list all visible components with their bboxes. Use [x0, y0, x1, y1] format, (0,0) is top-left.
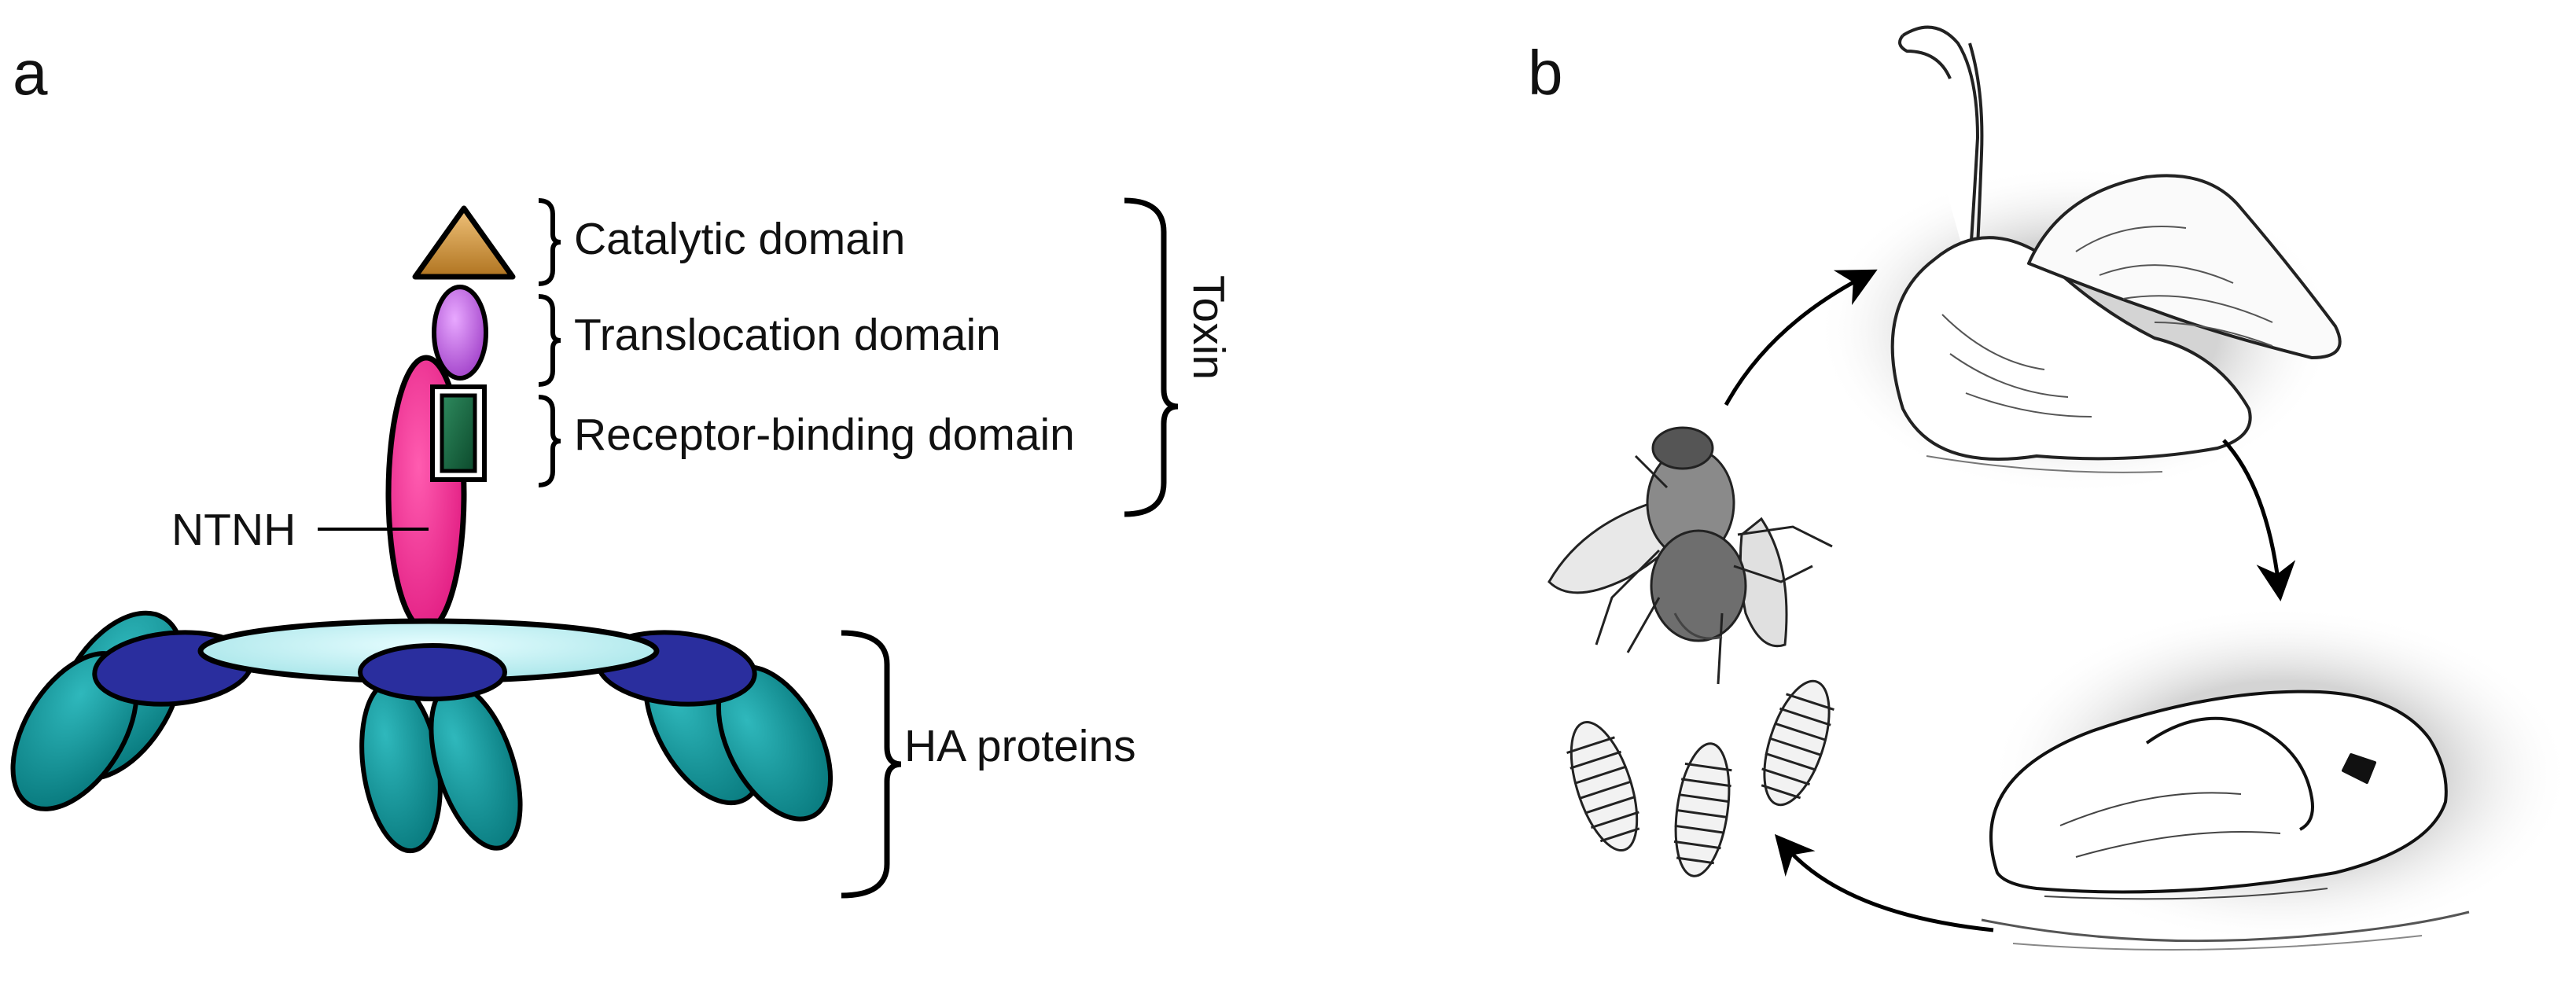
bracket-ha [841, 630, 902, 899]
ha-protein-middle [359, 679, 523, 854]
bracket-catalytic [538, 198, 561, 286]
swan-feeding-figure [1981, 605, 2571, 951]
catalytic-domain-shape [412, 205, 516, 280]
label-toxin: Toxin [1183, 275, 1234, 380]
toxin-complex-diagram: a Ca [10, 38, 1234, 899]
arrow-feeding-to-larvae [1774, 833, 1994, 932]
label-catalytic-domain: Catalytic domain [574, 214, 905, 264]
fly-figure [1547, 426, 1833, 685]
receptor-binding-domain-shape [440, 393, 477, 473]
larvae-figure [1566, 679, 1834, 877]
panel-a-letter: a [13, 38, 48, 108]
ha-protein-right [595, 630, 834, 822]
ha-center-subunit [358, 643, 507, 701]
arrow-fly-to-swan [1724, 269, 1878, 406]
translocation-domain-shape [432, 285, 488, 381]
ha-protein-left [10, 610, 254, 811]
label-translocation-domain: Translocation domain [574, 310, 1001, 360]
panel-b-letter: b [1528, 38, 1563, 108]
arrow-swan-to-feeding [2222, 439, 2296, 601]
bracket-receptor [538, 395, 561, 487]
swan-upright-figure [1816, 25, 2342, 495]
bracket-toxin [1124, 197, 1179, 517]
panel-a: a Ca [0, 0, 1258, 982]
larva-2 [1673, 742, 1732, 877]
label-receptor-binding-domain: Receptor-binding domain [574, 410, 1075, 460]
label-ha-proteins: HA proteins [904, 721, 1136, 771]
bracket-translocation [538, 294, 561, 387]
label-ntnh: NTNH [171, 505, 296, 555]
larva-1 [1566, 720, 1640, 852]
larva-3 [1761, 679, 1834, 807]
transmission-cycle-illustration: b [1528, 25, 2571, 951]
panel-b: b [1494, 0, 2576, 982]
